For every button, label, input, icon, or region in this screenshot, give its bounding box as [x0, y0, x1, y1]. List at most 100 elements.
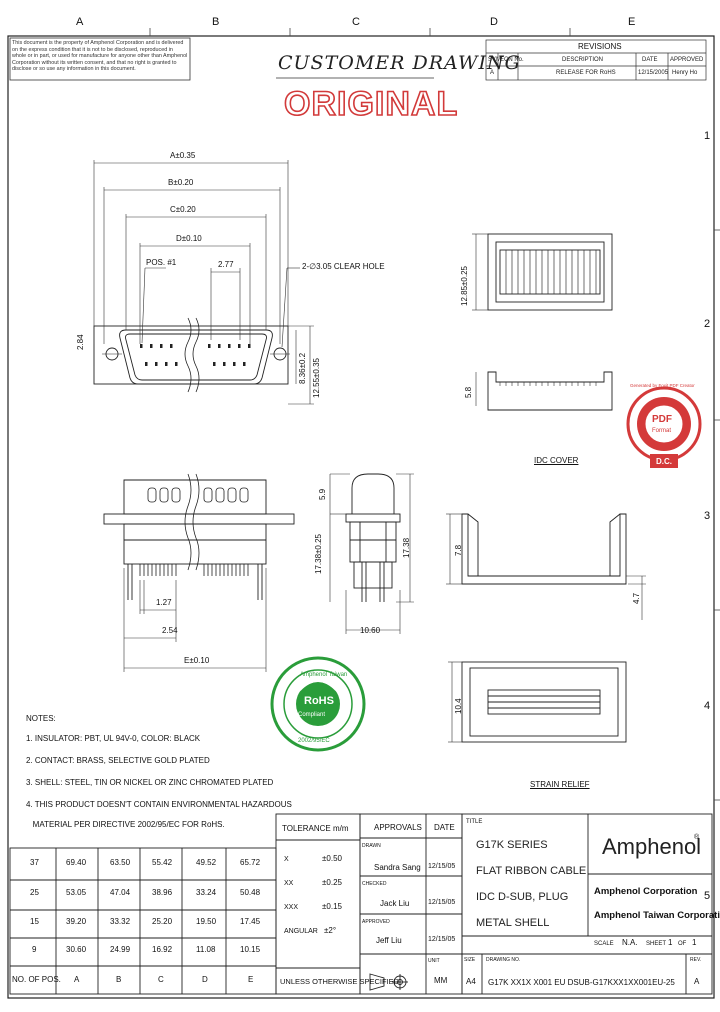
- rev-col-sym: SYM: [488, 57, 502, 63]
- scale-label: SCALE: [594, 941, 614, 947]
- pos-r1-c5: 65.72: [240, 858, 261, 867]
- pos-r4-c3: 16.92: [152, 945, 173, 954]
- idc-cover-side: [487, 371, 613, 411]
- sheet-of-label: OF: [678, 941, 687, 947]
- rev-col-date: DATE: [642, 57, 658, 63]
- pos-r2-c2: 47.04: [110, 888, 131, 897]
- pos-r3-c0: 15: [30, 917, 39, 926]
- date-approved: 12/15/05: [428, 936, 456, 943]
- dim-pitch: 2.77: [218, 260, 234, 269]
- pos-col-header-e: E: [248, 975, 254, 984]
- dim-idc-h: 12.85±0.25: [460, 266, 469, 306]
- dim-a: A±0.35: [170, 151, 196, 160]
- dim-side2: 17.38±0.25: [314, 534, 323, 574]
- dim-side3: 17.38: [402, 537, 411, 558]
- pos-r2-c4: 33.24: [196, 888, 217, 897]
- title-block-grid: [9, 813, 713, 995]
- front-view: [93, 317, 290, 393]
- side-pins: [139, 564, 249, 576]
- title-line-4: METAL SHELL: [476, 917, 550, 929]
- dim-relief-h: 10.4: [454, 698, 463, 714]
- rev-row-date: 12/15/2005: [638, 70, 669, 76]
- pos-r2-c0: 25: [30, 888, 39, 897]
- front-pins: [140, 344, 251, 366]
- pdf-seal-ring-text: Generated by Foxit PDF Creator: [630, 383, 695, 388]
- role-drawn: DRAWN: [362, 843, 381, 849]
- drawing-no-value: G17K XX1X X001 EU DSUB-G17KXX1XX001EU-25: [488, 978, 675, 987]
- zone-row-4: 4: [704, 700, 711, 712]
- note-1: 1. INSULATOR: PBT, UL 94V-0, COLOR: BLAC…: [26, 734, 201, 743]
- pos-r4-c5: 10.15: [240, 945, 261, 954]
- pdf-seal-inner: PDF: [652, 414, 672, 425]
- dim-c: C±0.20: [170, 205, 196, 214]
- idc-cover-top: [487, 233, 613, 311]
- zone-col-b: B: [212, 16, 220, 28]
- note-3: 3. SHELL: STEEL, TIN OR NICKEL OR ZINC C…: [26, 778, 274, 787]
- side-view: [103, 473, 295, 600]
- dim-strain-h2: 4.7: [632, 592, 641, 604]
- zone-col-a: A: [76, 16, 84, 28]
- size-label: SIZE: [464, 957, 476, 963]
- notes-heading: NOTES:: [26, 714, 56, 723]
- title-line-2: FLAT RIBBON CABLE: [476, 865, 587, 877]
- label-idc-cover: IDC COVER: [534, 456, 579, 465]
- relief-dim-lines: [448, 661, 462, 743]
- rohs-seal-year: 2002/95/EC: [298, 738, 330, 744]
- date-checked: 12/15/05: [428, 899, 456, 906]
- tol-value-angular: ±2°: [324, 926, 337, 935]
- pos-r3-c5: 17.45: [240, 917, 261, 926]
- note-5: MATERIAL PER DIRECTIVE 2002/95/EC FOR Ro…: [26, 820, 225, 829]
- outer-frame: [7, 35, 715, 999]
- dim-h3: 12.55±0.35: [312, 358, 321, 398]
- revisions-table: [485, 39, 707, 81]
- tol-label-angular: ANGULAR: [284, 928, 318, 935]
- idc-side-teeth: [499, 382, 597, 386]
- pos-r4-c2: 24.99: [110, 945, 131, 954]
- top-dimensions: [93, 160, 314, 405]
- zone-col-e: E: [628, 16, 636, 28]
- corp-name-1: Amphenol Corporation: [594, 886, 698, 897]
- zone-ticks: [149, 28, 720, 801]
- strain-relief-top: [461, 661, 627, 743]
- pos-r3-c4: 19.50: [196, 917, 217, 926]
- rev-row-approved: Henry Ho: [672, 70, 698, 76]
- pos-r2-c5: 50.48: [240, 888, 261, 897]
- pos-col-header-0: NO. OF POS.: [12, 975, 61, 984]
- dim-strain-h1: 7.8: [454, 544, 463, 556]
- pos-r1-c4: 49.52: [196, 858, 217, 867]
- pos-col-header-b: B: [116, 975, 122, 984]
- drawing-title: CUSTOMER DRAWING: [278, 52, 521, 74]
- disclaimer-text: This document is the property of Ampheno…: [12, 40, 188, 73]
- zone-row-3: 3: [704, 510, 711, 522]
- dim-h2: 8.36±0.2: [298, 352, 307, 384]
- rohs-seal-sub: Compliant: [298, 712, 326, 718]
- pdf-seal: [626, 386, 702, 468]
- pos-r1-c2: 63.50: [110, 858, 131, 867]
- zone-row-1: 1: [704, 130, 711, 142]
- tol-label-xx: XX: [284, 880, 294, 887]
- dim-idc-cover-h: 5.8: [464, 386, 473, 398]
- pdf-seal-sub: Format: [652, 428, 672, 434]
- brand-logo: Amphenol: [602, 834, 702, 859]
- zone-row-5: 5: [704, 890, 711, 902]
- role-checked: CHECKED: [362, 881, 387, 887]
- rohs-seal-inner: RoHS: [304, 695, 334, 707]
- strain-dim-lines: [446, 513, 646, 620]
- projection-symbol: [369, 973, 408, 991]
- pos-col-header-c: C: [158, 975, 164, 984]
- end-dimensions: [329, 473, 414, 634]
- dim-b: B±0.20: [168, 178, 194, 187]
- unit-label: UNIT: [428, 958, 440, 964]
- idc-ribs: [505, 250, 597, 294]
- dim-pos1: POS. #1: [146, 258, 177, 267]
- sheet-value: 1: [668, 938, 673, 947]
- strain-relief-side: [461, 513, 627, 585]
- title-line-3: IDC D-SUB, PLUG: [476, 891, 569, 903]
- original-stamp: ORIGINAL: [283, 84, 459, 124]
- note-2: 2. CONTACT: BRASS, SELECTIVE GOLD PLATED: [26, 756, 210, 765]
- drawing-no-label: DRAWING NO.: [486, 957, 521, 963]
- rev-row-desc: RELEASE FOR RoHS: [556, 70, 616, 76]
- idc-dim-lines: [472, 233, 488, 406]
- rev-col-approved: APPROVED: [670, 57, 704, 63]
